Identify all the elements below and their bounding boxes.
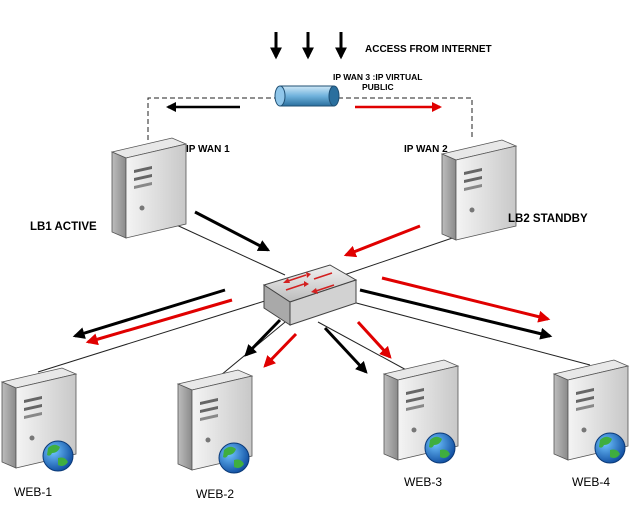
web-server-4: WEB-4 xyxy=(553,359,629,489)
web-server-label: WEB-2 xyxy=(196,487,234,501)
switch-to-web-arrows xyxy=(72,276,553,374)
web-server-1: WEB-1 xyxy=(1,367,77,499)
web-server-label: WEB-1 xyxy=(14,485,52,499)
lb2-server-icon xyxy=(441,139,517,241)
globe-icon xyxy=(594,432,626,464)
globe-icon xyxy=(42,440,74,472)
lb1-server-icon xyxy=(111,137,187,239)
switch-icon xyxy=(262,264,358,326)
lb1-label: LB1 ACTIVE xyxy=(30,221,97,233)
lb2-label: LB2 STANDBY xyxy=(508,213,588,225)
connection-lines xyxy=(37,221,591,381)
ip-wan3-label: IP WAN 3 :IP VIRTUAL xyxy=(333,72,422,82)
internet-arrows xyxy=(270,32,347,60)
ip-wan1-label: IP WAN 1 xyxy=(186,144,230,155)
lb1-to-switch-arrow xyxy=(194,210,271,252)
web-server-3: WEB-3 xyxy=(383,359,459,489)
lb2-to-switch-arrow xyxy=(343,224,421,258)
cylinder-router-icon xyxy=(274,85,340,107)
web-server-2: WEB-2 xyxy=(177,369,253,501)
web-server-label: WEB-3 xyxy=(404,475,442,489)
globe-icon xyxy=(218,442,250,474)
web-server-label: WEB-4 xyxy=(572,475,610,489)
globe-icon xyxy=(424,432,456,464)
ip-wan3-label-line2: PUBLIC xyxy=(362,82,394,92)
ip-wan2-label: IP WAN 2 xyxy=(404,144,448,155)
access-label: ACCESS FROM INTERNET xyxy=(365,44,492,55)
